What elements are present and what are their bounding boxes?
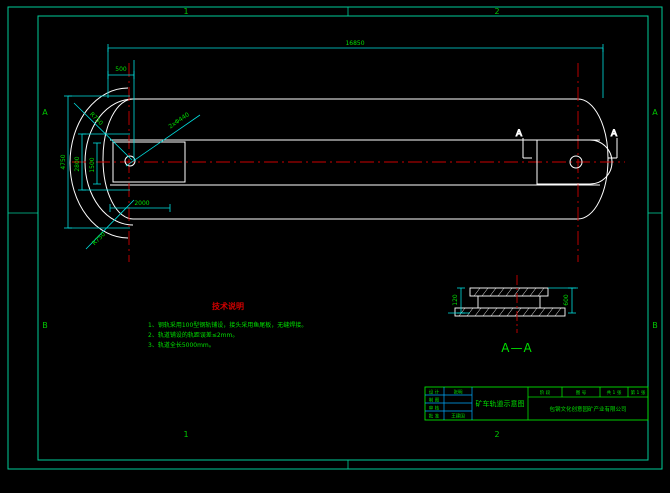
titleblock-label-1: 制 图 [429, 397, 440, 404]
technical-notes-title: 技术说明 [212, 301, 244, 311]
technical-notes-block: 技术说明 1、钢轨采用100型钢轨铺设，接头采用鱼尾板，无缝焊接。 2、轨道铺设… [148, 301, 307, 349]
dimension-radius-upper [73, 102, 133, 161]
centerlines [72, 63, 625, 262]
dimension-text-hole-diameter: 2xΦ440 [167, 111, 190, 130]
title-block: 设 计 张明 制 图 审 核 批 准 王建国 矿车轨道示意图 阶 段 图 号 共… [424, 386, 649, 421]
zone-label-top-2: 2 [494, 7, 499, 16]
section-view-aa: 120 600 A—A [448, 275, 578, 355]
titleblock-right-field-1: 图 号 [576, 390, 587, 396]
technical-note-item-2: 2、轨道铺设的轨距误差≤2mm。 [148, 331, 238, 339]
zone-label-right-a: A [652, 108, 658, 117]
zone-label-bottom-1: 1 [183, 430, 188, 439]
zone-label-left-b: B [42, 321, 48, 330]
dimension-left-offset [107, 60, 135, 160]
sheet-border [7, 6, 663, 470]
dimension-text-left-offset: 500 [115, 66, 127, 73]
titleblock-label-0: 设 计 [429, 389, 440, 396]
technical-note-item-1: 1、钢轨采用100型钢轨铺设，接头采用鱼尾板，无缝焊接。 [148, 321, 307, 329]
zone-label-bottom-2: 2 [494, 430, 499, 439]
dimension-text-height-total: 4750 [60, 154, 67, 169]
dimension-text-height-inner: 1500 [89, 157, 96, 172]
right-end-detail [536, 139, 613, 185]
dimension-text-radius-lower: R750 [91, 231, 107, 247]
zone-label-right-b: B [652, 321, 658, 330]
dimension-text-height-mid: 2800 [74, 156, 81, 171]
section-letter-right: A [611, 129, 618, 139]
left-pivot-hub [112, 141, 186, 183]
titleblock-right-field-3: 第 1 张 [631, 389, 646, 396]
titleblock-company: 包钢文化创意园矿产业有限公司 [549, 405, 626, 413]
dimension-hole-diameter [125, 114, 201, 167]
zone-label-top-1: 1 [183, 7, 188, 16]
technical-note-item-3: 3、轨道全长5000mm。 [148, 341, 215, 349]
zone-tick-marks [8, 7, 662, 469]
dimension-radius-lower [85, 199, 135, 250]
section-letter-left: A [516, 129, 523, 139]
titleblock-drawing-name: 矿车轨道示意图 [476, 399, 525, 408]
titleblock-right-field-0: 阶 段 [540, 389, 551, 396]
dimension-text-section-left: 120 [452, 294, 459, 306]
dimension-height-inner [93, 142, 101, 185]
section-marker-left: A [515, 129, 532, 159]
track-outline-geometry [69, 87, 609, 239]
zone-label-left-a: A [42, 108, 48, 117]
dimension-overall-length [107, 44, 604, 98]
titleblock-label-2: 审 核 [429, 405, 440, 412]
section-view-label: A—A [501, 341, 532, 355]
titleblock-value-0: 张明 [454, 389, 463, 396]
dimension-width-inner [109, 204, 171, 212]
dimension-text-section-right: 600 [563, 294, 570, 306]
dimension-height-total [64, 95, 130, 229]
titleblock-value-3: 王建国 [451, 413, 465, 420]
titleblock-label-3: 批 准 [429, 413, 440, 420]
dimension-text-overall-length: 16850 [345, 40, 364, 47]
section-marker-right: A [608, 129, 618, 159]
titleblock-right-field-2: 共 1 张 [607, 389, 622, 396]
dimension-text-width-inner: 2000 [134, 200, 149, 207]
